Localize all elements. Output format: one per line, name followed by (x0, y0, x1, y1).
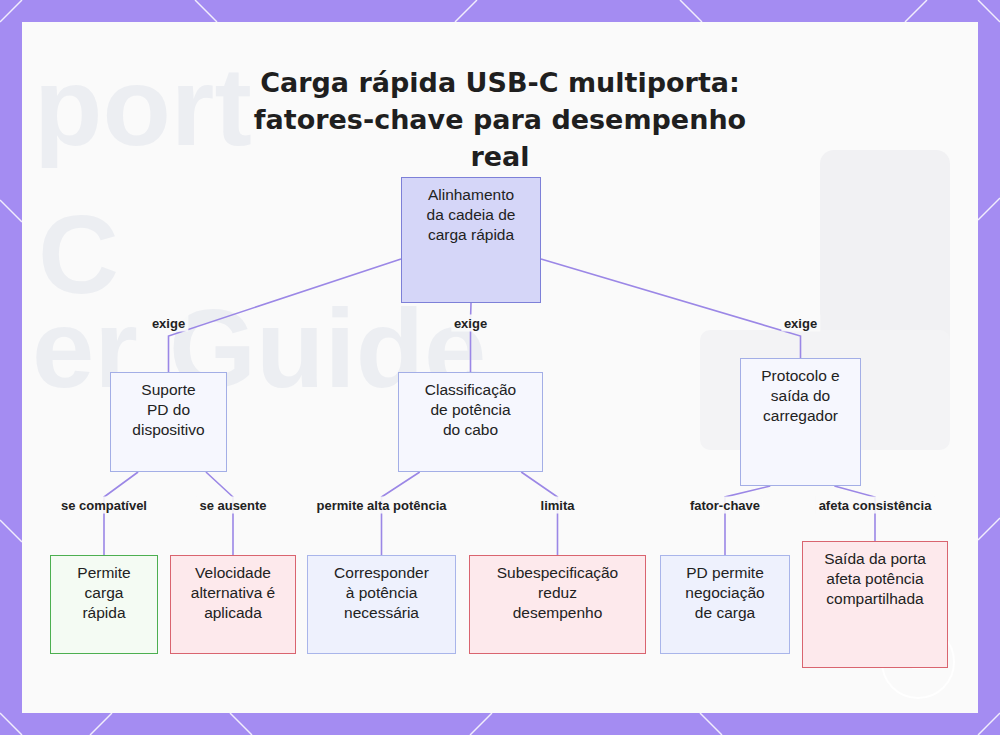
factor-box: Suporte PD do dispositivo (110, 372, 227, 472)
factor-box: Protocolo e saída do carregador (740, 358, 861, 486)
connector-line (206, 472, 233, 555)
node-label: PD permite negociação de carga (679, 563, 771, 623)
outcome-box: Permite carga rápida (50, 555, 158, 654)
edge-label: afeta consistência (816, 497, 935, 514)
edge-label: se ausente (196, 497, 269, 514)
root-box: Alinhamento da cadeia de carga rápida (401, 177, 541, 303)
connector-line (541, 259, 801, 358)
connector-line (382, 472, 420, 555)
inner-panel (22, 22, 978, 713)
node-label: Alinhamento da cadeia de carga rápida (423, 185, 519, 245)
edge-label: exige (451, 315, 490, 332)
connector-line (470, 303, 472, 372)
outcome-box: Subespecificação reduz desempenho (469, 555, 646, 654)
node-label: Classificação de potência do cabo (421, 380, 521, 440)
outcome-box: Saída da porta afeta potência compartilh… (802, 541, 948, 668)
outcome-box: Corresponder à potência necessária (307, 555, 456, 654)
factor-box: Classificação de potência do cabo (398, 372, 543, 472)
outcome-box: Velocidade alternativa é aplicada (170, 555, 296, 654)
node-label: Permite carga rápida (72, 563, 136, 623)
edge-label: limita (538, 497, 578, 514)
edge-label: fator-chave (687, 497, 763, 514)
edge-label: exige (781, 315, 820, 332)
outcome-box: PD permite negociação de carga (660, 555, 790, 654)
node-label: Protocolo e saída do carregador (760, 366, 842, 426)
node-label: Velocidade alternativa é aplicada (190, 563, 276, 623)
node-label: Corresponder à potência necessária (330, 563, 434, 623)
node-label: Saída da porta afeta potência compartilh… (823, 549, 927, 609)
diagram-title: Carga rápida USB-C multiporta: fatores-c… (230, 64, 770, 175)
node-label: Suporte PD do dispositivo (129, 380, 209, 440)
connector-line (834, 486, 875, 541)
watermark-text: port (34, 42, 252, 171)
edge-label: se compatível (58, 497, 150, 514)
connector-line (104, 472, 138, 555)
connector-line (169, 259, 402, 372)
connector-line (521, 472, 557, 555)
node-label: Subespecificação reduz desempenho (493, 563, 623, 623)
edge-label: exige (149, 315, 188, 332)
edge-label: permite alta potência (313, 497, 449, 514)
